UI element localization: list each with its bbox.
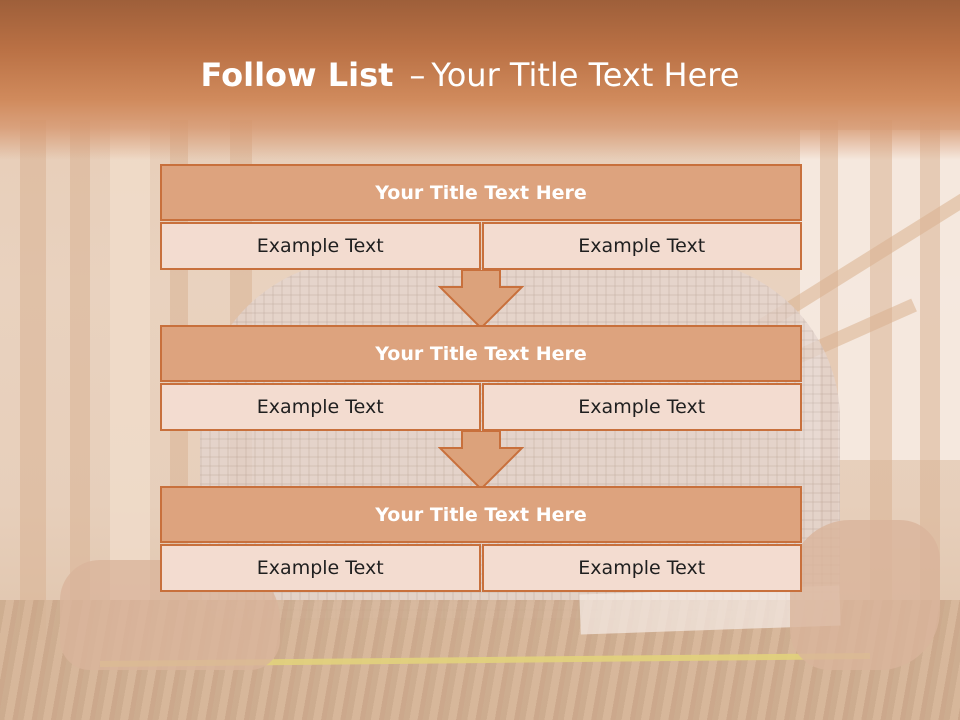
slide-title: Follow List–Your Title Text Here bbox=[0, 56, 940, 94]
wall-stud bbox=[110, 120, 150, 640]
block-cell-left: Example Text bbox=[160, 222, 481, 270]
block-cell-left: Example Text bbox=[160, 383, 481, 431]
list-block-2: Your Title Text Here Example Text Exampl… bbox=[160, 325, 802, 431]
right-hand bbox=[790, 520, 940, 670]
wall-stud bbox=[20, 120, 46, 640]
header-band bbox=[0, 0, 960, 160]
list-block-3: Your Title Text Here Example Text Exampl… bbox=[160, 486, 802, 592]
down-arrow-icon bbox=[438, 270, 524, 330]
title-rest: Your Title Text Here bbox=[431, 56, 740, 94]
block-row: Example Text Example Text bbox=[160, 222, 802, 270]
list-block-1: Your Title Text Here Example Text Exampl… bbox=[160, 164, 802, 270]
block-row: Example Text Example Text bbox=[160, 383, 802, 431]
block-cell-left: Example Text bbox=[160, 544, 481, 592]
block-cell-right: Example Text bbox=[481, 544, 802, 592]
wall-stud bbox=[70, 120, 90, 640]
down-arrow-icon bbox=[438, 431, 524, 491]
block-title: Your Title Text Here bbox=[160, 486, 802, 543]
block-row: Example Text Example Text bbox=[160, 544, 802, 592]
block-cell-right: Example Text bbox=[481, 222, 802, 270]
block-title: Your Title Text Here bbox=[160, 325, 802, 382]
block-title: Your Title Text Here bbox=[160, 164, 802, 221]
block-cell-right: Example Text bbox=[481, 383, 802, 431]
title-separator: – bbox=[409, 56, 426, 94]
title-bold: Follow List bbox=[200, 56, 394, 94]
wall-stud bbox=[920, 120, 940, 640]
